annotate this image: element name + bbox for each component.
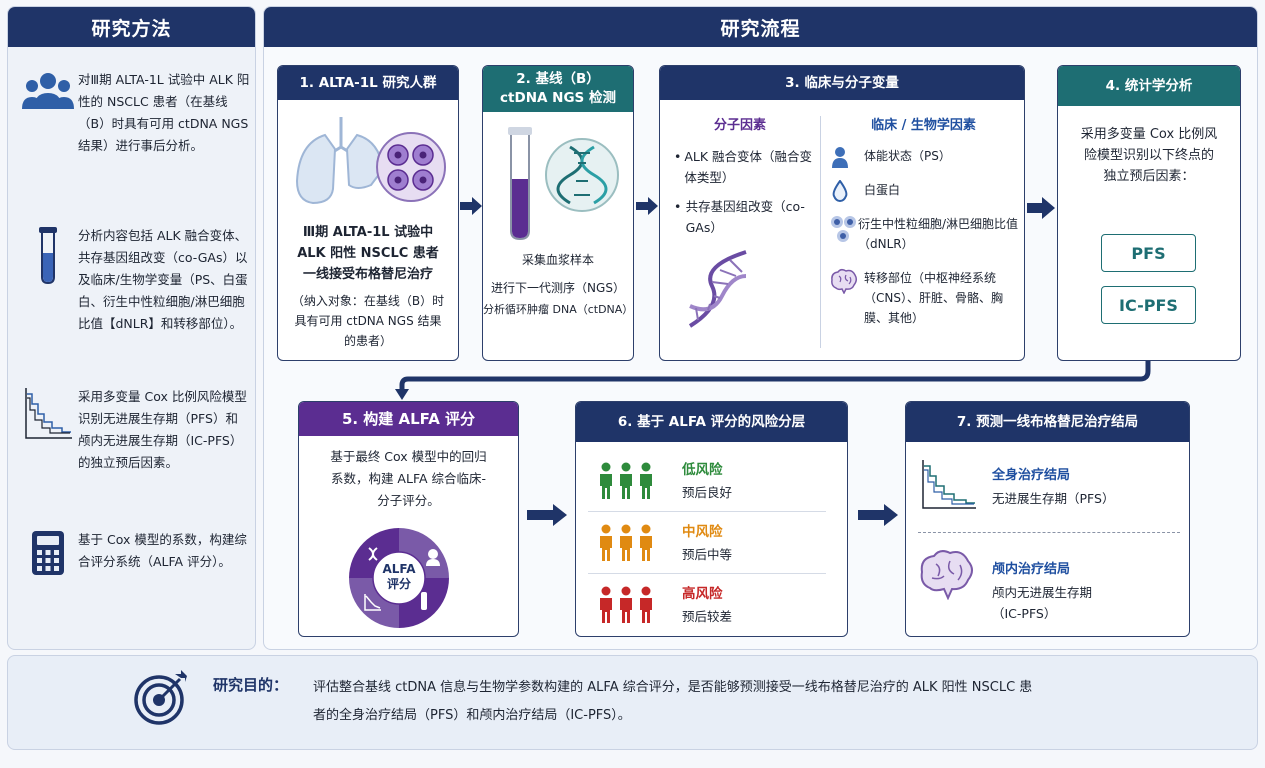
molecular-title: 分子因素 <box>713 118 766 133</box>
risk-group-desc: 预后较差 <box>682 609 733 624</box>
step2-box: 2. 基线（B） ctDNA NGS 检测 采集血浆样本 进行下一代测序（NGS… <box>482 65 634 361</box>
step2-line3: 分析循环肿瘤 DNA（ctDNA） <box>483 303 634 316</box>
tube-dna-icon <box>483 112 633 250</box>
study-goal-panel: 研究目的： 评估整合基线 ctDNA 信息与生物学参数构建的 ALFA 综合评分… <box>7 655 1258 750</box>
clinical-list: 体能状态（PS） 白蛋白 衍生中性粒细胞/淋巴细胞比值（dNLR） 转移部位（中… <box>830 146 1022 328</box>
outcome-divider <box>918 532 1180 533</box>
person-icon <box>830 146 864 172</box>
step6-box: 6. 基于 ALFA 评分的风险分层 低风险预后良好中风险预后中等高风险预后较差 <box>575 401 848 637</box>
survival-curve-icon <box>920 458 978 516</box>
outcome2-title: 颅内治疗结局 <box>992 562 1071 577</box>
workflow-panel: 研究流程 1. ALTA-1L 研究人群 Ⅲ期 ALTA-1L 试验中 ALK … <box>263 6 1258 650</box>
method-item-4: 基于 Cox 模型的系数，构建综合评分系统（ALFA 评分）。 <box>18 529 250 577</box>
clinical-item: 白蛋白 <box>830 179 1022 214</box>
method-item-3: 采用多变量 Cox 比例风险模型识别无进展生存期（PFS）和颅内无进展生存期（I… <box>18 386 250 474</box>
goal-text: 评估整合基线 ctDNA 信息与生物学参数构建的 ALFA 综合评分，是否能够预… <box>313 680 1033 723</box>
endpoint-ic-pfs: IC-PFS <box>1101 286 1196 324</box>
people-group-icon <box>598 586 658 628</box>
molecular-list: •ALK 融合变体（融合变体类型） •共存基因组改变（co-GAs） <box>674 146 816 238</box>
step4-body: 采用多变量 Cox 比例风险模型识别以下终点的独立预后因素： <box>1080 127 1218 184</box>
step2-title-line1: 2. 基线（B） <box>516 71 600 87</box>
step7-title: 7. 预测一线布格替尼治疗结局 <box>906 402 1189 442</box>
dna-helix-icon <box>682 246 754 336</box>
step3-divider <box>820 116 821 348</box>
step2-title: 2. 基线（B） ctDNA NGS 检测 <box>483 66 633 112</box>
risk-group-label: 低风险 <box>682 462 723 478</box>
drop-icon <box>830 179 864 206</box>
cells-icon <box>830 214 858 248</box>
clinical-item: 体能状态（PS） <box>830 146 1022 180</box>
test-tube-icon <box>18 225 78 335</box>
step4-box: 4. 统计学分析 采用多变量 Cox 比例风险模型识别以下终点的独立预后因素： … <box>1057 65 1241 361</box>
methods-title: 研究方法 <box>8 7 255 47</box>
step1-title: 1. ALTA-1L 研究人群 <box>278 66 458 100</box>
clinical-item: 衍生中性粒细胞/淋巴细胞比值（dNLR） <box>830 214 1022 268</box>
step3-title: 3. 临床与分子变量 <box>660 66 1024 100</box>
molecular-item: •共存基因组改变（co-GAs） <box>674 199 805 235</box>
connector-arrow-icon <box>395 361 1151 400</box>
step3-box: 3. 临床与分子变量 分子因素 •ALK 融合变体（融合变体类型） •共存基因组… <box>659 65 1025 361</box>
step5-title: 5. 构建 ALFA 评分 <box>299 402 518 436</box>
step6-title: 6. 基于 ALFA 评分的风险分层 <box>576 402 847 442</box>
arrow-right-icon <box>1027 197 1055 219</box>
step4-title: 4. 统计学分析 <box>1058 66 1240 106</box>
risk-group-label: 中风险 <box>682 524 723 540</box>
survival-curve-icon <box>18 386 78 474</box>
method-item-1: 对Ⅲ期 ALTA-1L 试验中 ALK 阳性的 NSCLC 患者（在基线（B）时… <box>18 69 250 157</box>
people-group-icon <box>598 462 658 504</box>
step1-body: Ⅲ期 ALTA-1L 试验中 ALK 阳性 NSCLC 患者一线接受布格替尼治疗 <box>297 225 439 282</box>
goal-label: 研究目的： <box>213 676 289 694</box>
outcome1-desc: 无进展生存期（PFS） <box>992 491 1115 506</box>
workflow-title: 研究流程 <box>264 7 1257 47</box>
arrow-right-icon <box>636 197 658 215</box>
method-text-1: 对Ⅲ期 ALTA-1L 试验中 ALK 阳性的 NSCLC 患者（在基线（B）时… <box>78 72 250 153</box>
method-text-3: 采用多变量 Cox 比例风险模型识别无进展生存期（PFS）和颅内无进展生存期（I… <box>78 389 247 470</box>
people-icon <box>18 69 78 157</box>
clinical-item: 转移部位（中枢神经系统（CNS）、肝脏、骨骼、胸膜、其他） <box>830 268 1022 328</box>
alfa-score-wheel: ALFA 评分 <box>347 526 451 630</box>
arrow-right-icon <box>858 504 898 526</box>
risk-group-row: 高风险预后较差 <box>588 574 826 636</box>
brain-icon <box>918 548 978 604</box>
step1-note: （纳入对象：在基线（B）时具有可用 ctDNA NGS 结果的患者） <box>291 294 445 348</box>
lungs-cells-icon <box>278 100 458 222</box>
risk-group-row: 中风险预后中等 <box>588 512 826 574</box>
step5-box: 5. 构建 ALFA 评分 基于最终 Cox 模型中的回归系数，构建 ALFA … <box>298 401 519 637</box>
outcome1-title: 全身治疗结局 <box>992 468 1071 483</box>
method-text-4: 基于 Cox 模型的系数，构建综合评分系统（ALFA 评分）。 <box>78 532 247 569</box>
outcome2-desc: 颅内无进展生存期 （IC-PFS） <box>992 585 1093 621</box>
step7-box: 7. 预测一线布格替尼治疗结局 全身治疗结局 无进展生存期（PFS） 颅内治疗结… <box>905 401 1190 637</box>
arrow-right-icon <box>527 504 567 526</box>
methods-panel: 研究方法 对Ⅲ期 ALTA-1L 试验中 ALK 阳性的 NSCLC 患者（在基… <box>7 6 256 650</box>
risk-group-desc: 预后良好 <box>682 485 733 500</box>
step1-box: 1. ALTA-1L 研究人群 Ⅲ期 ALTA-1L 试验中 ALK 阳性 NS… <box>277 65 459 361</box>
target-icon <box>133 670 189 730</box>
calculator-icon <box>18 529 78 577</box>
molecular-item: •ALK 融合变体（融合变体类型） <box>674 149 813 185</box>
risk-group-row: 低风险预后良好 <box>588 450 826 512</box>
risk-group-label: 高风险 <box>682 586 723 602</box>
risk-group-desc: 预后中等 <box>682 547 733 562</box>
method-item-2: 分析内容包括 ALK 融合变体、共存基因组改变（co-GAs）以及临床/生物学变… <box>18 225 250 335</box>
people-group-icon <box>598 524 658 566</box>
alfa-wheel-label: ALFA 评分 <box>382 562 416 591</box>
arrow-right-icon <box>460 197 482 215</box>
step2-line2: 进行下一代测序（NGS） <box>491 281 625 295</box>
step2-line1: 采集血浆样本 <box>521 253 594 267</box>
endpoint-pfs: PFS <box>1101 234 1196 272</box>
method-text-2: 分析内容包括 ALK 融合变体、共存基因组改变（co-GAs）以及临床/生物学变… <box>78 228 248 331</box>
step5-body: 基于最终 Cox 模型中的回归系数，构建 ALFA 综合临床-分子评分。 <box>330 449 487 508</box>
brain-icon <box>830 268 864 298</box>
step2-title-line2: ctDNA NGS 检测 <box>500 90 616 106</box>
clinical-title: 临床 / 生物学因素 <box>871 118 976 133</box>
